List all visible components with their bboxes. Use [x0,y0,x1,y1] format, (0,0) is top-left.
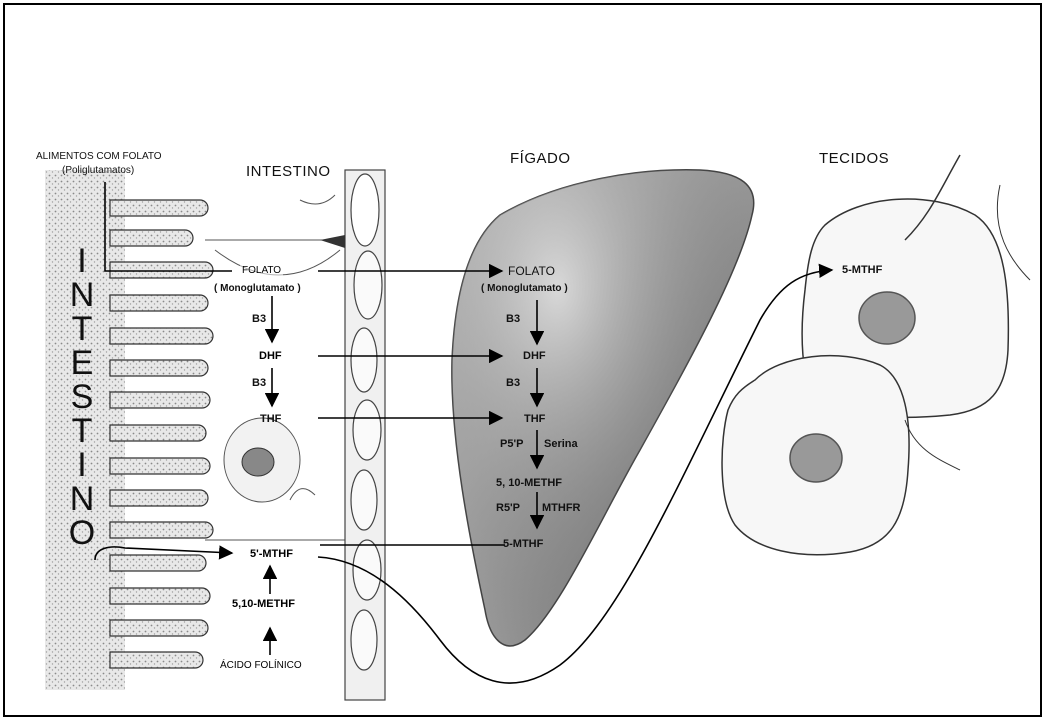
header-intestino: INTESTINO [246,163,331,180]
header-figado: FÍGADO [510,150,571,167]
vertical-letter: N [68,278,96,312]
liver-b3-1: B3 [506,313,520,325]
blood-vessel [320,170,385,700]
vertical-letter: S [68,380,96,414]
source-line1: ALIMENTOS COM FOLATO [36,151,162,162]
liver-r5p: R5'P [496,502,520,514]
vertical-letter: T [68,414,96,448]
intestine-monoglutamato: ( Monoglutamato ) [214,283,301,294]
liver-dhf: DHF [523,350,546,362]
intestine-acido-folinico: ÁCIDO FOLÍNICO [218,660,304,671]
intestinal-cells [205,195,345,540]
vertical-letter: I [68,448,96,482]
intestine-dhf: DHF [257,350,284,362]
liver-thf: THF [524,413,545,425]
source-line2: (Poliglutamatos) [62,165,134,176]
tissue-cells [722,155,1030,555]
intestine-5-mthf: 5'-MTHF [248,548,295,560]
liver-p5p: P5'P [500,438,523,450]
liver-methf: 5, 10-METHF [496,477,562,489]
header-tecidos: TECIDOS [819,150,889,167]
liver-folato: FOLATO [508,264,555,278]
liver-mthfr: MTHFR [542,502,581,514]
liver-5-mthf: 5-MTHF [503,538,543,550]
liver-monoglutamato: ( Monoglutamato ) [481,283,568,294]
vertical-letter: E [68,346,96,380]
tissue-5-mthf: 5-MTHF [842,264,882,276]
vertical-letter: O [68,516,96,550]
vertical-letter: N [68,482,96,516]
liver-b3-2: B3 [506,377,520,389]
intestine-thf: THF [260,413,281,425]
intestine-folato: FOLATO [240,265,283,276]
liver-serina: Serina [544,438,578,450]
liver [452,170,754,646]
vertical-letter: T [68,312,96,346]
intestine-b3-1: B3 [252,313,266,325]
vertical-letter: I [68,244,96,278]
intestine-methf: 5,10-METHF [230,598,297,610]
intestine-b3-2: B3 [252,377,266,389]
vertical-word-intestino: I N T E S T I N O [68,244,96,550]
